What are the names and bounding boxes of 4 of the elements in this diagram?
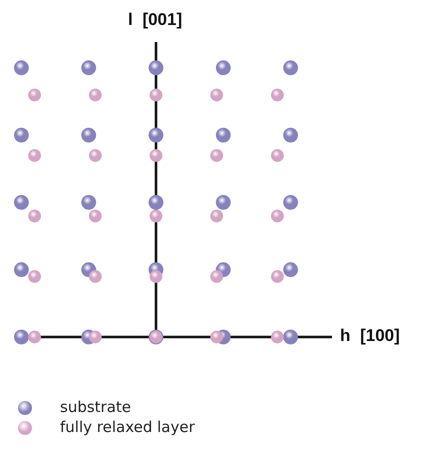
- legend-label: substrate: [60, 398, 132, 416]
- legend-label: fully relaxed layer: [60, 418, 195, 436]
- axis-label: l [001]: [128, 10, 182, 30]
- axis-label: h [100]: [340, 326, 400, 346]
